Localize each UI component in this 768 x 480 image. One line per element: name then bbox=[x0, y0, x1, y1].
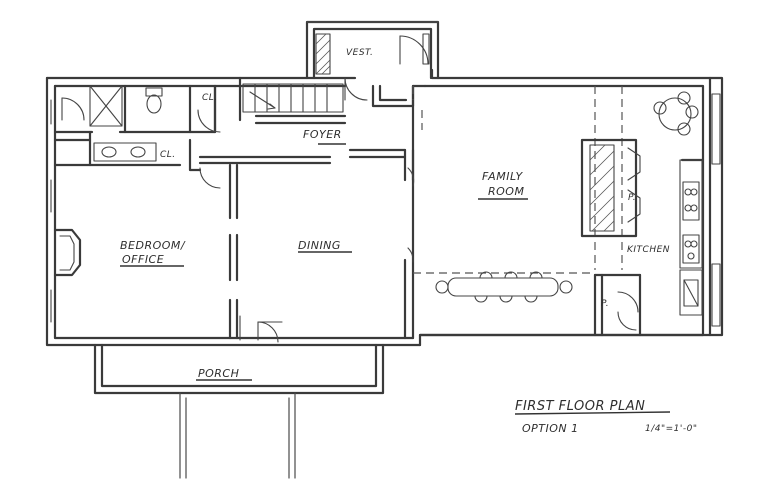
zone-lines bbox=[412, 86, 623, 274]
exterior-walls bbox=[45, 20, 724, 347]
label-pantry-lower: P. bbox=[601, 299, 609, 309]
family-fireplace bbox=[580, 138, 641, 238]
label-dining: DINING bbox=[298, 239, 341, 252]
plan-scale: 1/4"=1'-0" bbox=[645, 424, 697, 434]
dining-table bbox=[435, 271, 573, 303]
bath-fixtures bbox=[61, 85, 221, 189]
label-family-room-line2: ROOM bbox=[488, 185, 524, 198]
plan-option: OPTION 1 bbox=[522, 422, 579, 435]
label-closet-upper: CL. bbox=[202, 93, 218, 103]
interior-walls bbox=[53, 76, 642, 340]
plan-title: FIRST FLOOR PLAN bbox=[515, 399, 645, 414]
vestibule-details bbox=[315, 33, 430, 101]
label-closet-lower: CL. bbox=[160, 150, 176, 160]
label-pantry-island: P. bbox=[628, 193, 636, 203]
label-vestibule: VEST. bbox=[346, 48, 373, 58]
kitchen-counters bbox=[679, 93, 721, 327]
label-bedroom-line2: OFFICE bbox=[122, 253, 164, 266]
label-bedroom-line1: BEDROOM/ bbox=[120, 239, 186, 252]
label-family-room-line1: FAMILY bbox=[482, 170, 524, 183]
pantry-door bbox=[617, 291, 639, 331]
label-foyer: FOYER bbox=[303, 128, 342, 141]
porch bbox=[93, 343, 385, 479]
stair bbox=[242, 83, 344, 113]
breakfast-table bbox=[653, 91, 699, 136]
label-porch: PORCH bbox=[198, 367, 239, 380]
front-door bbox=[239, 167, 415, 343]
label-kitchen: KITCHEN bbox=[627, 245, 670, 255]
fireplace bbox=[53, 228, 82, 277]
